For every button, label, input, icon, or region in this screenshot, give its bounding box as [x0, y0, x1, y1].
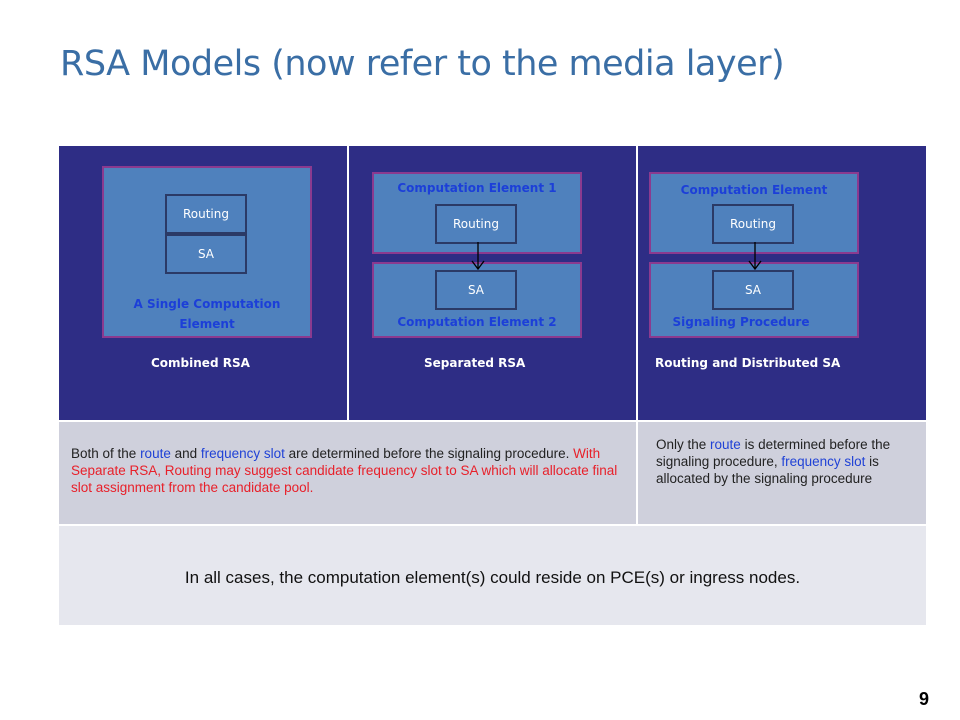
description-left-text: Both of the route and frequency slot are… [71, 446, 618, 495]
single-computation-element-box: Routing SA A Single Computation Element [102, 166, 312, 338]
description-distributed: Only the route is determined before the … [638, 422, 926, 524]
separated-rsa-panel: Computation Element 1 Routing SA Computa… [349, 146, 636, 420]
page-number: 9 [918, 689, 929, 709]
routing-block: Routing [165, 194, 247, 234]
combined-rsa-panel: Routing SA A Single Computation Element … [59, 146, 347, 420]
signaling-procedure-box: SA Signaling Procedure [649, 262, 859, 338]
computation-element-2-label: Computation Element 2 [397, 315, 557, 329]
distributed-sa-caption: Routing and Distributed SA [655, 356, 841, 370]
description-combined-separated: Both of the route and frequency slot are… [59, 422, 636, 524]
computation-element-2-box: SA Computation Element 2 [372, 262, 582, 338]
summary-note: In all cases, the computation element(s)… [184, 568, 801, 587]
distributed-sa-panel: Computation Element Routing SA Signaling… [638, 146, 926, 420]
combined-rsa-caption: Combined RSA [151, 356, 250, 370]
computation-element-1-label: Computation Element 1 [397, 181, 557, 195]
computation-element-label: Computation Element [680, 183, 828, 197]
slide-title: RSA Models (now refer to the media layer… [60, 44, 785, 84]
signaling-procedure-label: Signaling Procedure [672, 315, 810, 329]
sa-block: SA [165, 234, 247, 274]
separated-rsa-caption: Separated RSA [424, 356, 526, 370]
computation-element-1-box: Computation Element 1 Routing [372, 172, 582, 254]
routing-to-sa-arrow [471, 242, 485, 271]
routing-to-sa-arrow [748, 242, 762, 271]
sa-block: SA [712, 270, 794, 310]
single-computation-element-label: A Single Computation Element [133, 297, 281, 331]
summary-row [59, 526, 926, 625]
computation-element-box: Computation Element Routing [649, 172, 859, 254]
routing-block: Routing [712, 204, 794, 244]
rsa-models-table: Routing SA A Single Computation Element … [59, 146, 926, 625]
description-right-text: Only the route is determined before the … [656, 437, 891, 486]
routing-block: Routing [435, 204, 517, 244]
sa-block: SA [435, 270, 517, 310]
